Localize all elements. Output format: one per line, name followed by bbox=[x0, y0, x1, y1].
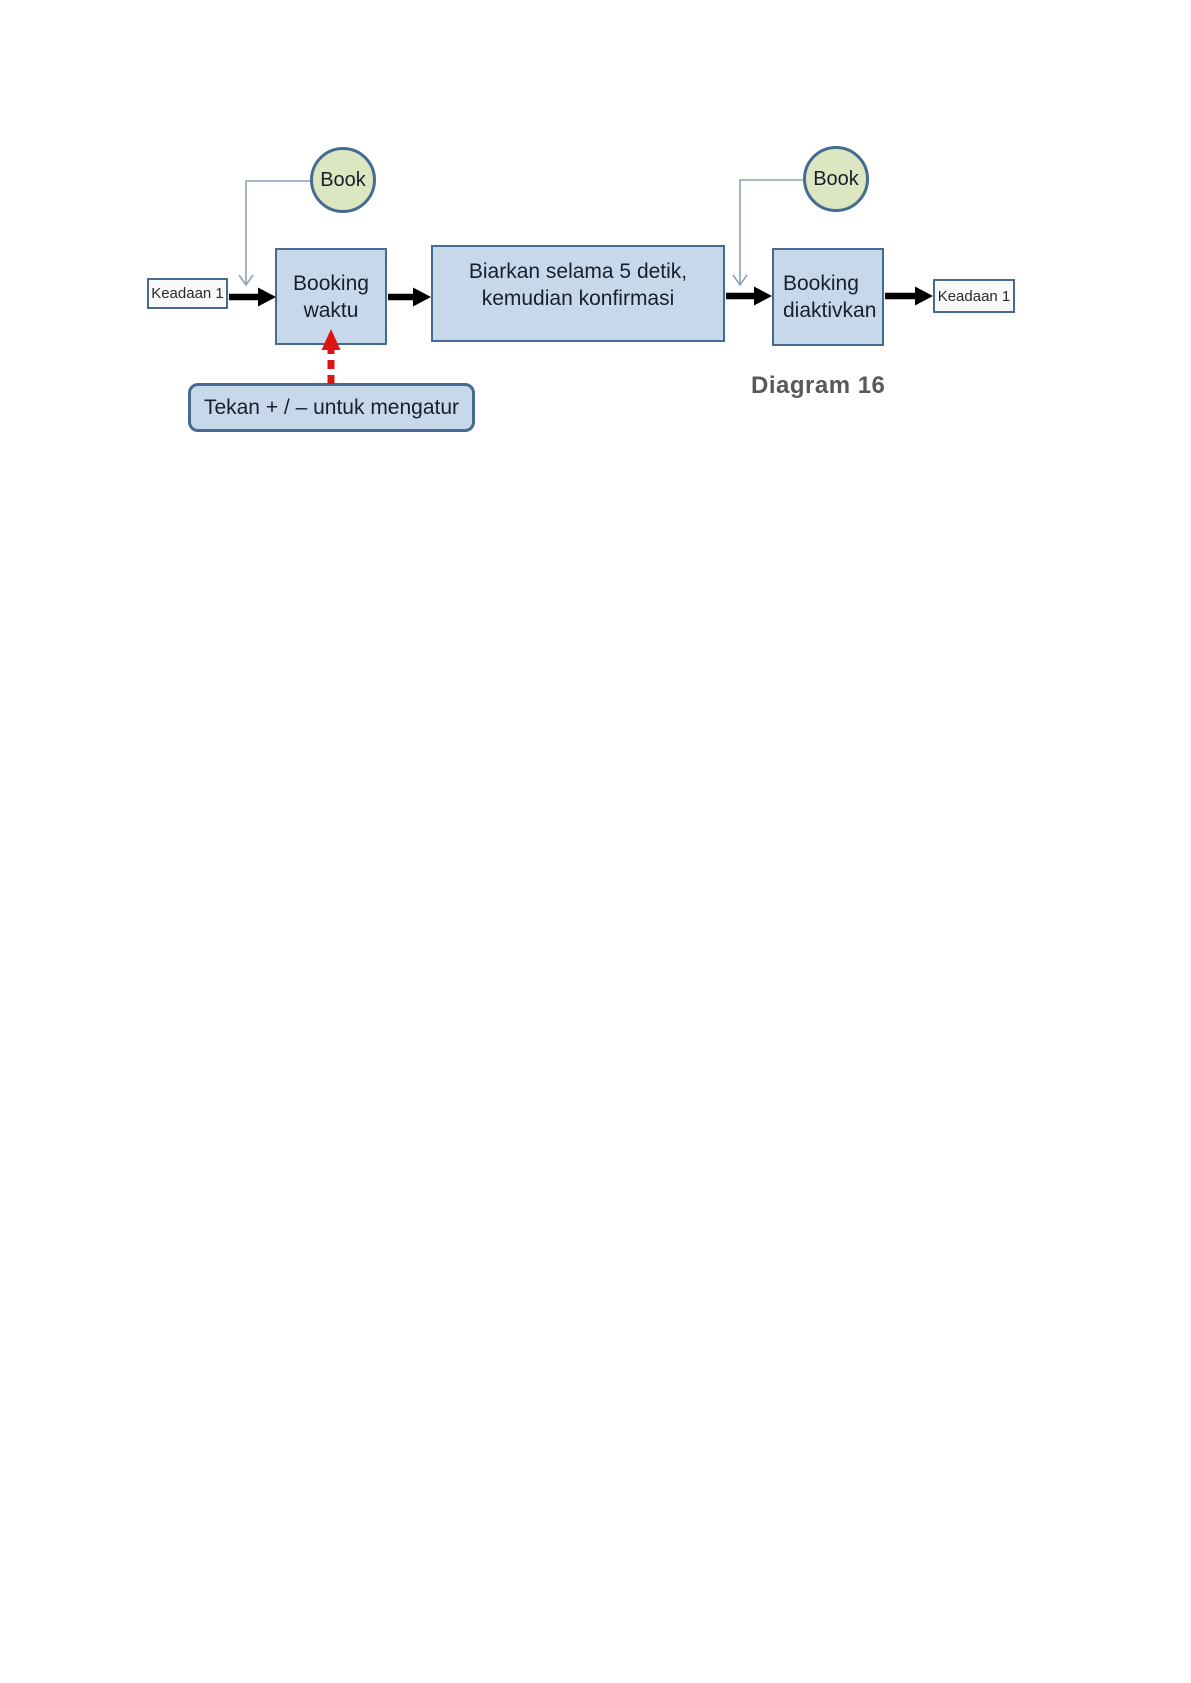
state-end-label: Keadaan 1 bbox=[937, 287, 1011, 305]
step-booking-active-line2: diaktivkan bbox=[783, 299, 877, 322]
flow-arrow-3-head bbox=[754, 286, 772, 306]
note-adjust-label: Tekan + / – untuk mengatur bbox=[203, 395, 460, 419]
step-booking-waktu-line1: Booking bbox=[293, 271, 369, 295]
note-adjust-box: Tekan + / – untuk mengatur bbox=[188, 383, 475, 432]
state-end-box: Keadaan 1 bbox=[933, 279, 1015, 313]
event-book-left-label: Book bbox=[320, 168, 366, 191]
diagram-connectors-layer bbox=[229, 179, 933, 384]
flow-arrow-1 bbox=[229, 287, 276, 307]
step-booking-waktu-box: Booking waktu bbox=[275, 248, 387, 345]
flow-arrow-2-head bbox=[413, 287, 431, 307]
flow-arrow-2 bbox=[388, 287, 431, 307]
event-book-right-circle: Book bbox=[803, 146, 869, 212]
event-book-right-label: Book bbox=[813, 167, 859, 190]
step-wait-confirm-box: Biarkan selama 5 detik, kemudian konfirm… bbox=[431, 245, 725, 342]
diagram-caption: Diagram 16 bbox=[751, 372, 886, 399]
state-start-label: Keadaan 1 bbox=[151, 285, 224, 302]
event-connector-left-arrowhead bbox=[238, 274, 254, 287]
flow-arrow-3 bbox=[726, 286, 772, 306]
state-start-box: Keadaan 1 bbox=[147, 278, 228, 309]
step-booking-waktu-line2: waktu bbox=[303, 298, 359, 322]
step-booking-active-box: Booking diaktivkan bbox=[772, 248, 884, 346]
flow-arrow-4-head bbox=[915, 286, 933, 306]
step-wait-confirm-line1: Biarkan selama 5 detik, bbox=[468, 259, 688, 283]
flow-arrow-1-head bbox=[258, 287, 276, 307]
event-book-left-circle: Book bbox=[310, 147, 376, 213]
event-connector-right-arrowhead bbox=[732, 274, 748, 287]
flow-arrow-4 bbox=[885, 286, 933, 306]
step-booking-active-line1: Booking bbox=[783, 272, 859, 295]
step-wait-confirm-line2: kemudian konfirmasi bbox=[481, 286, 675, 310]
